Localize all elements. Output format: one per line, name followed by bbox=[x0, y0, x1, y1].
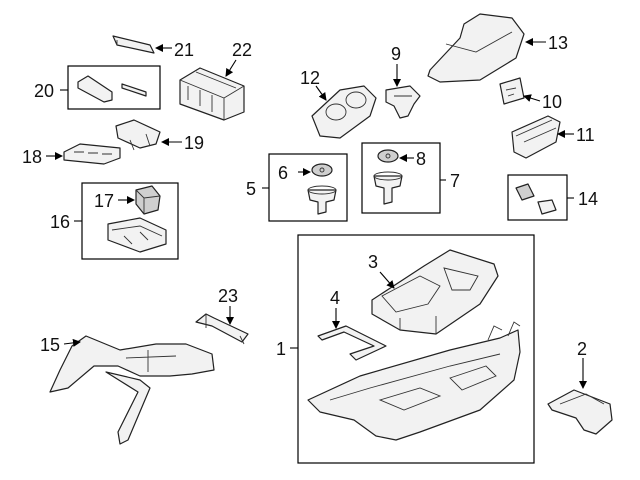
part-8-cap bbox=[377, 149, 399, 163]
leader-lines bbox=[46, 38, 587, 389]
part-23-support-bracket bbox=[195, 313, 249, 345]
part-4-bracket bbox=[317, 325, 387, 361]
callout-20: 20 bbox=[34, 81, 54, 101]
group-box-1 bbox=[297, 234, 535, 464]
callout-8: 8 bbox=[416, 149, 426, 169]
part-20-trim-pieces bbox=[77, 75, 147, 103]
part-13-armrest bbox=[427, 13, 525, 83]
part-12-cup-holder bbox=[311, 85, 377, 139]
callout-12: 12 bbox=[300, 68, 320, 88]
part-3-upper-console bbox=[371, 249, 499, 335]
part-19-cover bbox=[115, 119, 161, 151]
part-15-frame bbox=[49, 335, 215, 445]
part-17-switch bbox=[135, 185, 161, 215]
callout-18: 18 bbox=[22, 147, 42, 167]
callout-14: 14 bbox=[578, 189, 598, 209]
callout-16: 16 bbox=[50, 212, 70, 232]
part-21-trim-strip bbox=[112, 35, 155, 54]
callout-19: 19 bbox=[184, 133, 204, 153]
callout-15: 15 bbox=[40, 335, 60, 355]
part-1-console bbox=[307, 321, 521, 441]
callout-3: 3 bbox=[368, 252, 378, 272]
callout-17: 17 bbox=[94, 191, 114, 211]
callout-1: 1 bbox=[276, 339, 286, 359]
group-box-20 bbox=[67, 65, 161, 110]
part-11-storage-insert bbox=[511, 115, 561, 159]
callout-9: 9 bbox=[391, 44, 401, 64]
callout-2: 2 bbox=[577, 339, 587, 359]
part-18-switch-panel bbox=[63, 143, 121, 165]
part-6-cap bbox=[311, 163, 333, 177]
callout-22: 22 bbox=[232, 40, 252, 60]
callout-11: 11 bbox=[576, 125, 595, 145]
part-9-bracket bbox=[385, 85, 421, 119]
callout-4: 4 bbox=[330, 288, 340, 308]
part-16-switch-housing bbox=[107, 217, 167, 253]
part-5-holder bbox=[307, 185, 337, 215]
callout-10: 10 bbox=[542, 92, 562, 112]
callout-7: 7 bbox=[450, 171, 460, 191]
part-10-label-plate bbox=[499, 77, 525, 105]
part-7-holder bbox=[373, 171, 403, 205]
part-2-bracket bbox=[547, 389, 613, 435]
callout-6: 6 bbox=[278, 163, 288, 183]
group-box-14 bbox=[507, 174, 568, 221]
callout-23: 23 bbox=[218, 286, 238, 306]
callout-labels: 21 22 20 19 18 17 16 12 9 13 10 11 6 5 8… bbox=[22, 33, 598, 359]
group-box-7 bbox=[361, 142, 441, 214]
part-22-switch-bracket bbox=[179, 67, 245, 121]
callout-5: 5 bbox=[246, 179, 256, 199]
part-14-pins bbox=[515, 183, 557, 215]
callout-21: 21 bbox=[174, 40, 194, 60]
callout-13: 13 bbox=[548, 33, 568, 53]
